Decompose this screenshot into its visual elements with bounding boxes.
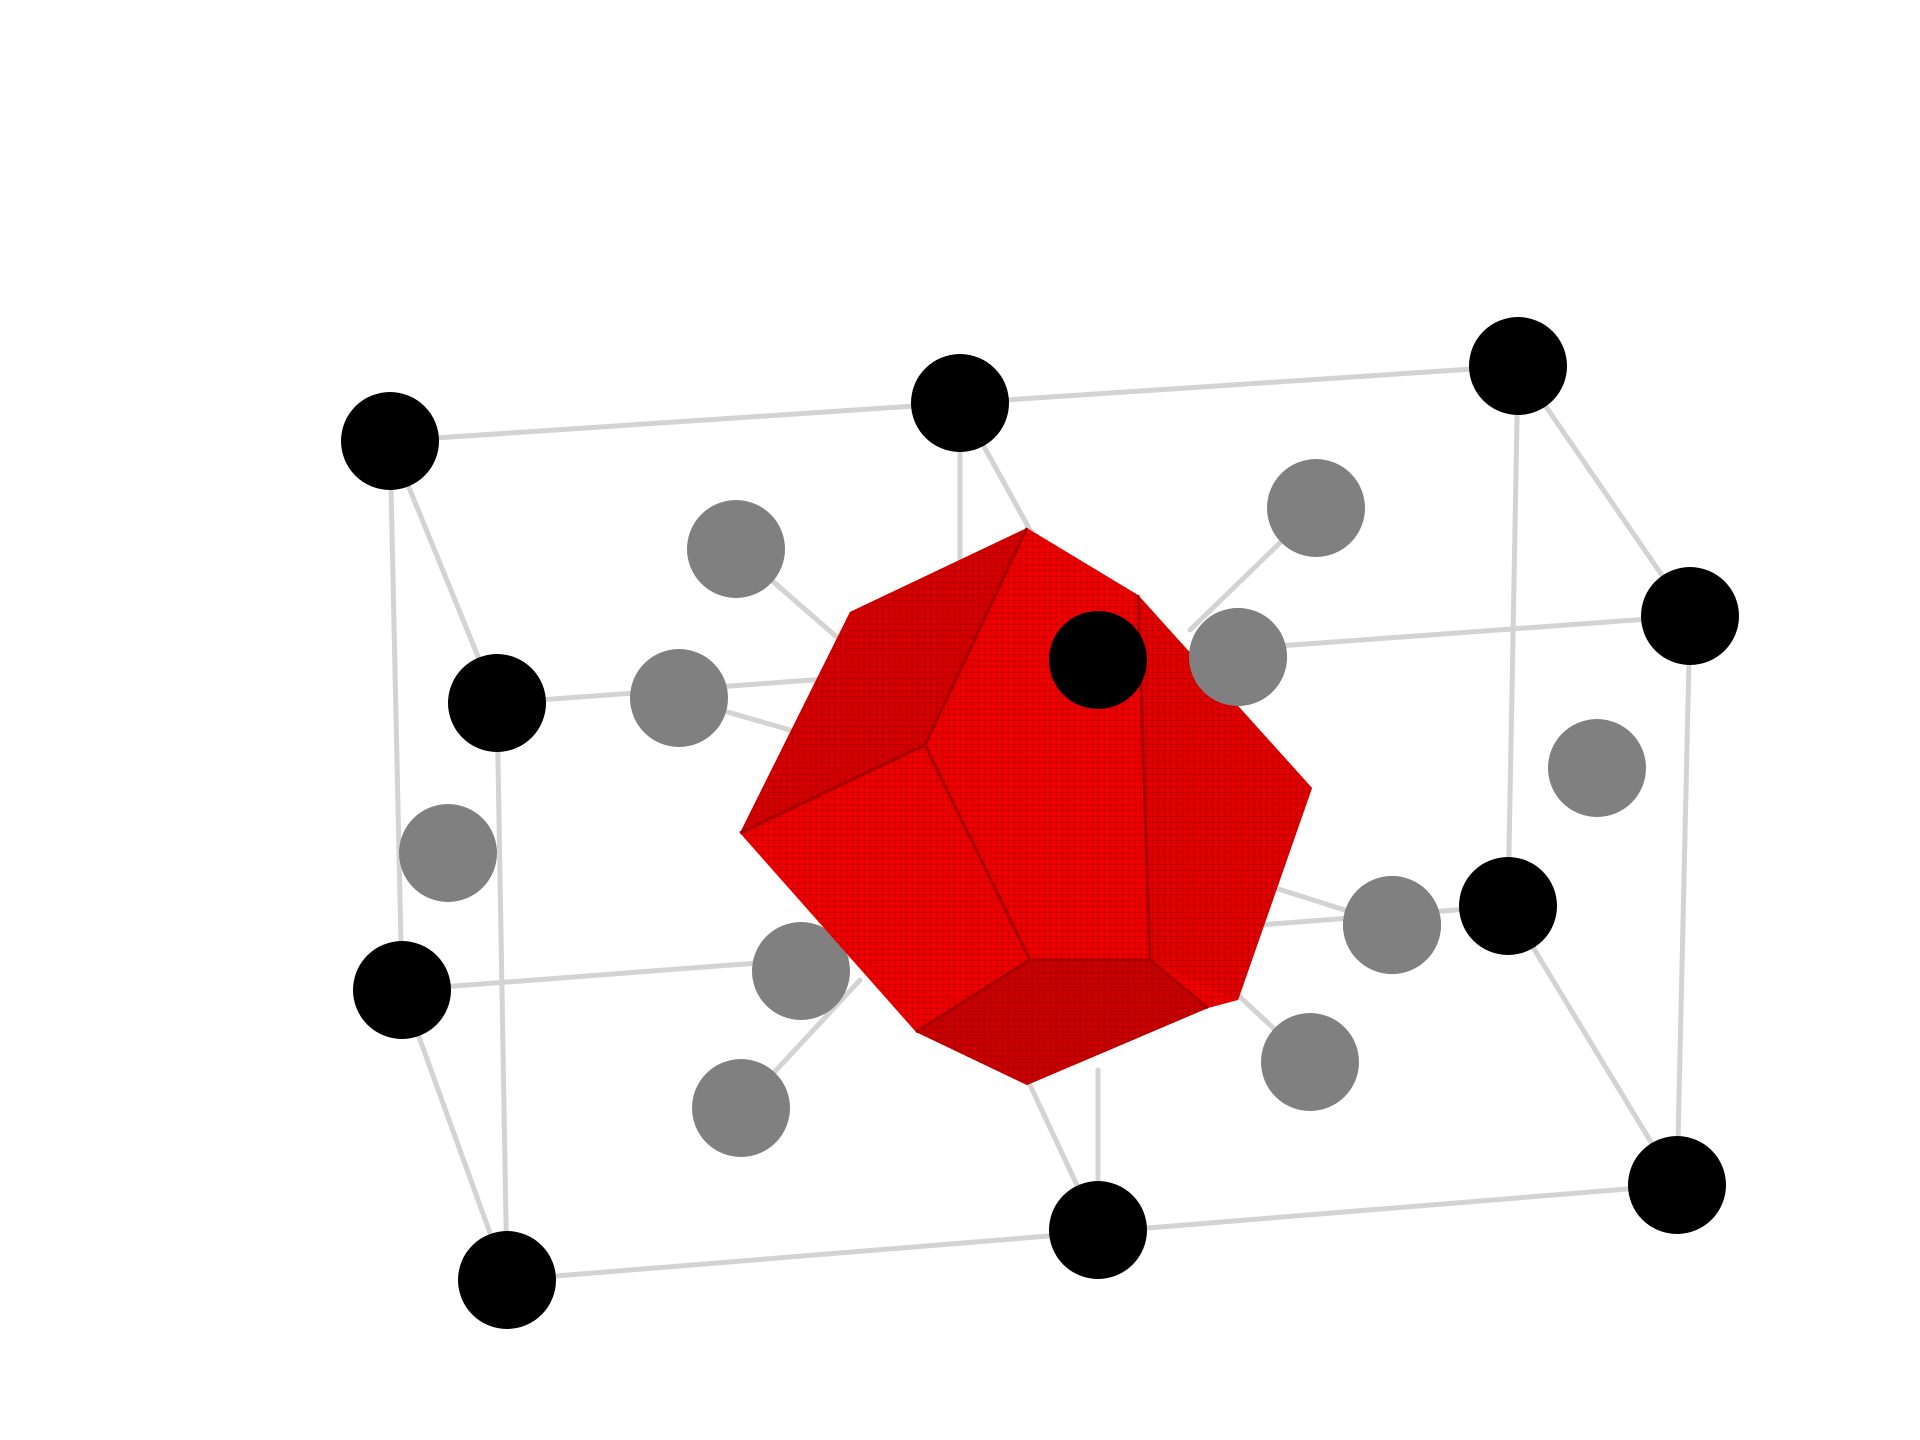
polyhedron-edge [923, 594, 1152, 962]
gray-atom [630, 649, 728, 747]
gray-atom [399, 804, 497, 902]
bond-line [494, 700, 510, 1283]
black-atom [1459, 857, 1557, 955]
black-atom [1049, 1181, 1147, 1279]
red-polyhedron [739, 527, 1312, 1085]
polyhedron-edge [915, 958, 1031, 1034]
polyhedron-texture [740, 528, 1312, 1085]
polyhedron-edge [1149, 958, 1209, 1010]
black-atom [1641, 567, 1739, 665]
polyhedron-edges [739, 527, 1209, 1034]
gray-atom [752, 922, 850, 1020]
bond-line [1674, 613, 1693, 1188]
black-atom [1469, 317, 1567, 415]
bond-line [387, 400, 963, 444]
black-atom [1049, 611, 1147, 709]
bond-line [1515, 363, 1693, 619]
black-atom [448, 654, 546, 752]
gray-atom [1267, 459, 1365, 557]
black-atom [1628, 1136, 1726, 1234]
gray-atoms-front [1189, 608, 1441, 974]
bond-line [957, 363, 1521, 406]
bond-line [387, 438, 405, 993]
black-atom [341, 392, 439, 490]
black-atom [458, 1231, 556, 1329]
black-atoms [341, 317, 1739, 1329]
black-atom [911, 354, 1009, 452]
bond-line [399, 987, 510, 1283]
gray-atom [1548, 719, 1646, 817]
gray-atom [687, 500, 785, 598]
gray-atom [1189, 608, 1287, 706]
gray-atom [692, 1059, 790, 1157]
black-atom [353, 941, 451, 1039]
gray-atom [1343, 876, 1441, 974]
gray-atom [1261, 1013, 1359, 1111]
bond-line [1505, 363, 1521, 909]
bond-line [1505, 903, 1680, 1188]
